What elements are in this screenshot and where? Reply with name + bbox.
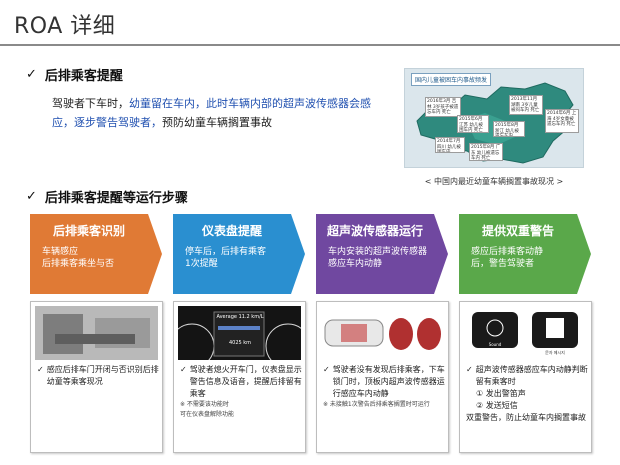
panel-text: ✓驾驶者熄火开车门，仪表盘显示警告信息及语音，提醒后排留有乘客 ※ 不需要该功能… [180, 364, 302, 420]
map-note: 2013年11月 湖南 3岁儿童被闷车内 死亡 [509, 95, 543, 115]
map-note: 2014年7月 四川 幼儿被困车内 [435, 137, 465, 153]
panel-ultrasonic: ✓驾驶者没有发现后排乘客，下车锁门时，顶板内超声波传感器运行感应车内动静 ※ 未… [316, 301, 449, 453]
bullet-icon: ✓ [37, 365, 44, 374]
step-arrow-shape [30, 214, 162, 294]
panel-text: ✓超声波传感器感应车内动静判断留有乘客时 ① 发出警笛声 ② 发送短信 双重警告… [466, 364, 588, 424]
panel-text: ✓感应后排车门开闭与否识别后排幼童等乘客现况 [37, 364, 159, 388]
panel-note: ※ 不需要该功能时 可在仪表盘解除功能 [180, 401, 235, 418]
section-heading-rear-occupant: ✓ 后排乘客提醒 [26, 65, 123, 84]
page-title: ROA 详细 [14, 14, 116, 39]
step-3: 超声波传感器运行 车内安装的超声波传感器 感应车内动静 [316, 214, 456, 294]
checkmark-icon: ✓ [26, 67, 37, 82]
step-title: 超声波传感器运行 [326, 224, 423, 238]
panel-text: ✓驾驶者没有发现后排乘客，下车锁门时，顶板内超声波传感器运行感应车内动静 ※ 未… [323, 364, 445, 410]
step-desc: 车内安装的超声波传感器 感应车内动静 [328, 247, 428, 269]
step-arrow-shape [459, 214, 591, 294]
step-1: 后排乘客识别 车辆感应 后排乘客乘坐与否 [30, 214, 170, 294]
step-title: 后排乘客识别 [52, 224, 125, 238]
desc-text-1: 驾驶者下车时， [52, 97, 129, 110]
bullet-icon: ✓ [323, 365, 330, 374]
warning-icon-group [464, 306, 587, 360]
warning-item: ① 发出警笛声 [476, 389, 526, 398]
panel-bullet-text: 感应后排车门开闭与否识别后排幼童等乘客现况 [46, 365, 159, 386]
cluster-odometer: 4025 km [228, 340, 252, 346]
instrument-cluster-icon [178, 306, 301, 360]
section-heading-steps: ✓ 后排乘客提醒等运行步骤 [26, 187, 188, 206]
step-4: 提供双重警告 感应后排乘客动静 后，警告驾驶者 [459, 214, 599, 294]
panel-double-warning: Sound 문자 메시지 ✓超声波传感器感应车内动静判断留有乘客时 ① 发出警笛… [459, 301, 592, 453]
bullet-icon: ✓ [180, 365, 187, 374]
step-desc: 车辆感应 后排乘客乘坐与否 [42, 247, 115, 269]
panel-tail-text: 双重警告，防止幼童车内搁置事故 [466, 413, 586, 422]
dashboard-photo: Average 11.2 km/L 4025 km [178, 306, 301, 360]
map-note: 2015年6月 江苏 幼儿被困车内 死亡 [457, 115, 489, 133]
step-title: 提供双重警告 [481, 224, 554, 238]
desc-text-2: 预防幼童车辆搁置事故 [162, 116, 272, 129]
step-title: 仪表盘提醒 [201, 224, 262, 238]
desc-highlight: 幼童留在车内，此时车辆内部的超声波传感器会感应，逐步警告驾驶者， [52, 97, 371, 129]
map-note: 2015年8月 广东 幼儿被遗忘车内 死亡 [469, 143, 503, 161]
section-description: 驾驶者下车时，幼童留在车内，此时车辆内部的超声波传感器会感应，逐步警告驾驶者，预… [52, 94, 392, 132]
panel-bullet-text: 驾驶者熄火开车门，仪表盘显示警告信息及语音，提醒后排留有乘客 [189, 365, 302, 398]
title-divider [0, 44, 620, 46]
sms-icon-label: 문자 메시지 [545, 350, 565, 355]
section-heading-text: 后排乘客提醒等运行步骤 [44, 191, 188, 206]
rear-seat-image-icon [35, 306, 158, 360]
panel-dashboard: Average 11.2 km/L 4025 km ✓驾驶者熄火开车门，仪表盘显… [173, 301, 306, 453]
map-note: 2016年3月 吉林 3岁孩子被遗忘车内 死亡 [425, 97, 461, 117]
step-arrow-shape [173, 214, 305, 294]
map-tag: 国内儿童被困车内事故频发 [411, 73, 492, 86]
warning-icons: Sound 문자 메시지 [464, 306, 587, 360]
car-sensor-icon [321, 306, 444, 360]
panel-bullet-text: 驾驶者没有发现后排乘客，下车锁门时，顶板内超声波传感器运行感应车内动静 [332, 365, 445, 398]
step-arrow-shape [316, 214, 448, 294]
china-accident-map: 国内儿童被困车内事故频发 2016年3月 吉林 3岁孩子被遗忘车内 死亡 201… [404, 68, 584, 168]
panel-note: ※ 未接触1次警告后排乘客搁置时可运行 [323, 401, 430, 408]
panel-bullet-text: 超声波传感器感应车内动静判断留有乘客时 [475, 365, 588, 386]
checkmark-icon: ✓ [26, 189, 37, 204]
bullet-icon: ✓ [466, 365, 473, 374]
step-2: 仪表盘提醒 停车后，后排有乘客 1次提醒 [173, 214, 313, 294]
map-note: 2014年6月 上海 4岁女童被遗忘车内 死亡 [545, 109, 579, 133]
sound-icon-label: Sound [488, 342, 502, 347]
map-caption: < 中国内最近幼童车辆搁置事故现况 > [424, 177, 564, 186]
step-desc: 停车后，后排有乘客 1次提醒 [185, 247, 267, 269]
section-heading-text: 后排乘客提醒 [44, 69, 123, 84]
map-note: 2015年8月 浙江 幼儿被遗忘车内 [493, 121, 525, 137]
cluster-readout: Average 11.2 km/L [216, 314, 264, 320]
warning-item: ② 发送短信 [476, 401, 518, 410]
panel-rear-detection: ✓感应后排车门开闭与否识别后排幼童等乘客现况 [30, 301, 163, 453]
car-rear-seat-photo [35, 306, 158, 360]
step-desc: 感应后排乘客动静 后，警告驾驶者 [471, 247, 544, 269]
ultrasonic-sensor-diagram [321, 306, 444, 360]
